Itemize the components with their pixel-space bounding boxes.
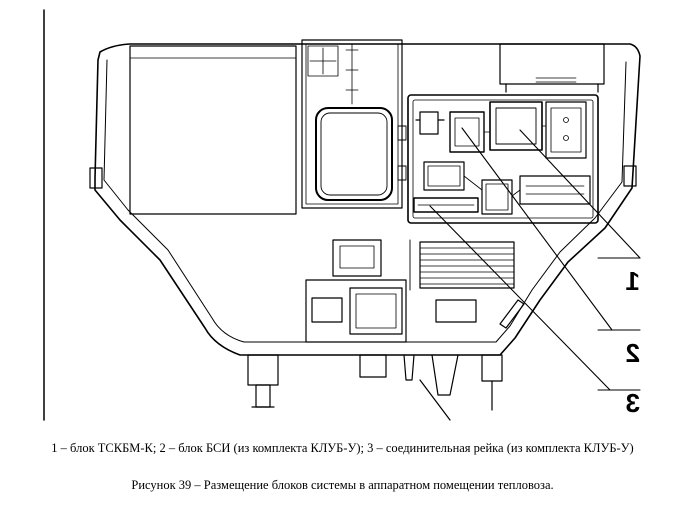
left-cabinet bbox=[129, 45, 297, 215]
central-door bbox=[301, 39, 407, 209]
figure-caption: Рисунок 39 – Размещение блоков системы в… bbox=[131, 478, 554, 492]
equipment-room-drawing: 1 2 3 bbox=[43, 9, 641, 421]
housing-outline bbox=[89, 43, 641, 356]
small-meter-box bbox=[332, 239, 382, 277]
callout-3: 3 bbox=[626, 388, 640, 418]
connector-rail bbox=[413, 197, 479, 213]
block-bsi bbox=[489, 101, 543, 151]
lower-equipment-panel bbox=[305, 279, 407, 343]
leader-lines bbox=[429, 127, 641, 391]
callout-2: 2 bbox=[626, 338, 640, 368]
figure-legend: 1 – блок ТСКБМ-К; 2 – блок БСИ (из компл… bbox=[51, 441, 634, 455]
upper-right-cabinet bbox=[499, 43, 605, 93]
radiator-grid bbox=[409, 239, 515, 291]
mounting-panel bbox=[407, 94, 599, 224]
bracket bbox=[499, 299, 525, 329]
block-tskbm-k bbox=[449, 111, 485, 153]
bottom-fittings bbox=[247, 354, 503, 421]
junction-box bbox=[435, 299, 477, 323]
callout-1: 1 bbox=[626, 266, 640, 296]
